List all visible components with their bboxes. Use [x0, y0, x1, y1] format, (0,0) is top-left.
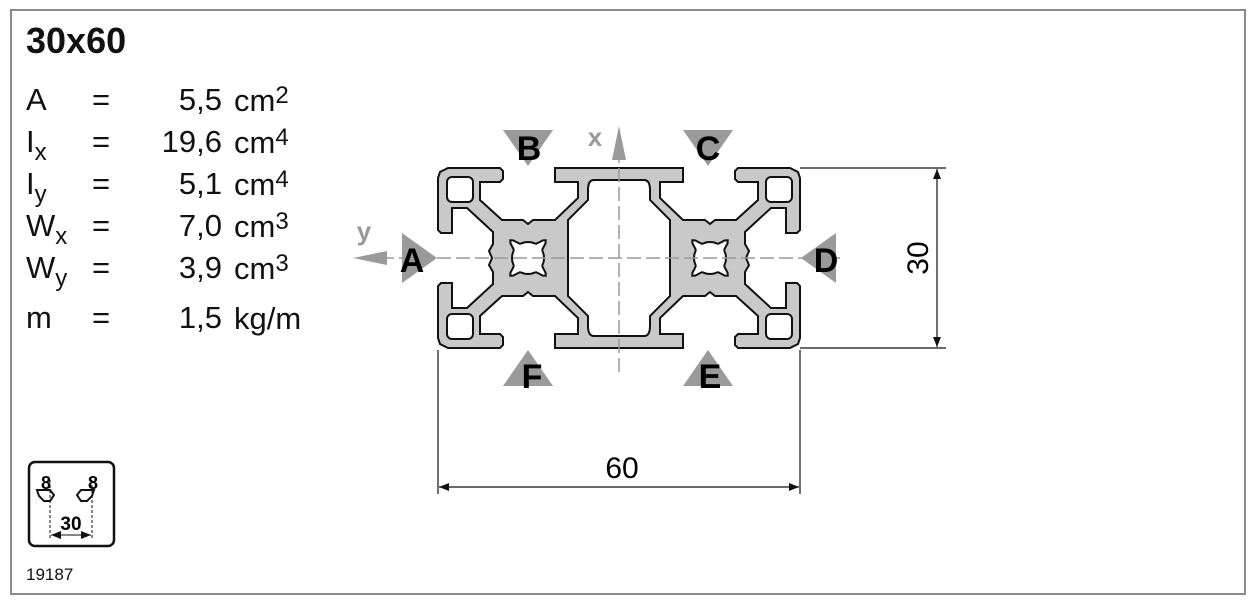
- face-b-marker-icon: [503, 130, 553, 166]
- property-value: 7,0: [178, 208, 222, 243]
- slot-size-icon: 8 8 30: [27, 460, 116, 548]
- slot-left-label: 8: [41, 473, 51, 493]
- y-axis-arrow-icon: [353, 251, 387, 265]
- profile-title: 30x60: [26, 20, 127, 61]
- property-unit: cm3: [234, 208, 289, 244]
- property-value: 5,5: [178, 82, 222, 117]
- property-unit: kg/m: [234, 301, 302, 336]
- x-axis-arrow-icon: [612, 126, 626, 160]
- height-dimension: [800, 167, 946, 349]
- drawing-code: 19187: [26, 565, 74, 584]
- face-f-label: F: [522, 358, 543, 396]
- slot-right-label: 8: [88, 473, 98, 493]
- property-symbol: Iy: [26, 166, 47, 208]
- property-unit: cm4: [234, 166, 289, 202]
- x-axis-label: x: [588, 122, 603, 152]
- width-dimension: [437, 350, 801, 494]
- property-unit: cm3: [234, 250, 289, 286]
- property-symbol: Ix: [26, 124, 47, 166]
- face-e-marker-icon: [683, 350, 733, 386]
- equals-sign: =: [92, 208, 111, 243]
- width-dimension-label: 60: [605, 452, 638, 485]
- y-axis-label: y: [357, 216, 372, 246]
- face-d-label: D: [814, 242, 839, 280]
- property-value: 3,9: [178, 250, 222, 285]
- property-symbol: Wx: [26, 208, 68, 250]
- property-value: 19,6: [161, 124, 222, 159]
- property-symbol: m: [26, 300, 52, 335]
- equals-sign: =: [92, 300, 111, 335]
- frame-border: [10, 9, 1246, 595]
- face-e-label: E: [699, 358, 722, 396]
- face-f-marker-icon: [503, 350, 553, 386]
- equals-sign: =: [92, 250, 111, 285]
- property-value: 5,1: [178, 166, 222, 201]
- face-c-marker-icon: [683, 130, 733, 166]
- face-a-label: A: [400, 242, 425, 280]
- slot-pitch-label: 30: [60, 514, 81, 535]
- property-unit: cm2: [234, 82, 289, 118]
- face-a-marker-icon: [402, 233, 437, 283]
- equals-sign: =: [92, 82, 111, 117]
- property-unit: cm4: [234, 124, 289, 160]
- height-dimension-label: 30: [902, 241, 935, 274]
- face-b-label: B: [517, 130, 542, 168]
- equals-sign: =: [92, 124, 111, 159]
- face-d-marker-icon: [801, 233, 836, 283]
- property-symbol: Wy: [26, 250, 68, 292]
- property-value: 1,5: [178, 300, 222, 335]
- equals-sign: =: [92, 166, 111, 201]
- face-c-label: C: [696, 130, 721, 168]
- property-symbol: A: [26, 82, 47, 117]
